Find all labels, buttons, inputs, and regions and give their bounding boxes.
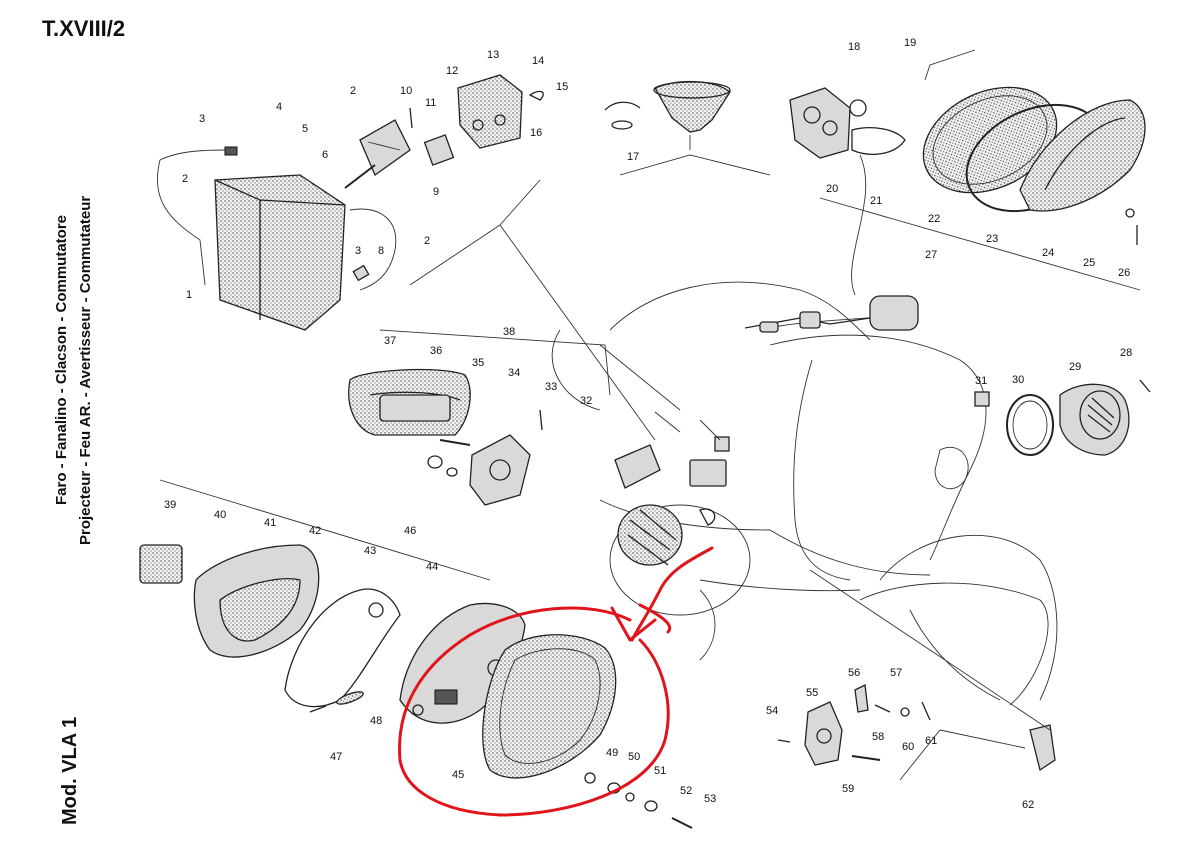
callout: 46	[404, 525, 416, 537]
callout: 13	[487, 49, 499, 61]
callout: 61	[925, 735, 937, 747]
callout: 41	[264, 517, 276, 529]
callout: 49	[606, 747, 618, 759]
side-title-italian: Faro - Fanalino - Clacson - Commutatore	[53, 215, 70, 505]
callout: 39	[164, 499, 176, 511]
callout: 4	[276, 101, 282, 113]
callout: 43	[364, 545, 376, 557]
callout: 5	[302, 123, 308, 135]
callout: 48	[370, 715, 382, 727]
callout: 24	[1042, 247, 1054, 259]
callout: 60	[902, 741, 914, 753]
red-arrow-line	[630, 546, 714, 642]
callout: 15	[556, 81, 568, 93]
callout: 8	[378, 245, 384, 257]
callout: 52	[680, 785, 692, 797]
callout-labels: 1 2 2 2 3 3 4 5 6 8 9 10 11 12 13 14 15 …	[164, 37, 1132, 811]
callout: 26	[1118, 267, 1130, 279]
callout: 2	[182, 173, 188, 185]
callout: 23	[986, 233, 998, 245]
battery-group	[156, 146, 397, 331]
callout: 44	[426, 561, 438, 573]
callout: 31	[975, 375, 987, 387]
callout: 6	[322, 149, 328, 161]
callout: 34	[508, 367, 520, 379]
tail-light-group	[348, 329, 611, 506]
regulator-group	[344, 74, 544, 189]
callout: 2	[350, 85, 356, 97]
callout: 28	[1120, 347, 1132, 359]
callout: 22	[928, 213, 940, 225]
sheet-code: T.XVIII/2	[42, 16, 125, 41]
callout: 37	[384, 335, 396, 347]
callout: 21	[870, 195, 882, 207]
horn-group	[974, 379, 1151, 456]
callout: 2	[424, 235, 430, 247]
callout: 56	[848, 667, 860, 679]
callout: 16	[530, 127, 542, 139]
callout: 50	[628, 751, 640, 763]
model-label: Mod. VLA 1	[59, 717, 81, 825]
red-arrow-head	[610, 606, 657, 642]
callout: 3	[355, 245, 361, 257]
callout: 20	[826, 183, 838, 195]
callout: 38	[503, 326, 515, 338]
callout: 62	[1022, 799, 1034, 811]
callout: 57	[890, 667, 902, 679]
callout: 45	[452, 769, 464, 781]
flywheel-group	[614, 436, 730, 566]
callout: 27	[925, 249, 937, 261]
callout: 59	[842, 783, 854, 795]
callout: 1	[186, 289, 192, 301]
callout: 54	[766, 705, 778, 717]
callout: 40	[214, 509, 226, 521]
scooter-outline	[551, 281, 1058, 706]
callout: 14	[532, 55, 544, 67]
lamp-holder-group	[604, 80, 731, 133]
side-title: Faro - Fanalino - Clacson - Commutatore …	[53, 196, 94, 545]
callout: 29	[1069, 361, 1081, 373]
callout: 10	[400, 85, 412, 97]
side-title-french: Projecteur - Feu AR. - Avertisseur - Com…	[77, 196, 94, 545]
callout: 17	[627, 151, 639, 163]
callout: 53	[704, 793, 716, 805]
callout: 3	[199, 113, 205, 125]
callout: 18	[848, 41, 860, 53]
callout: 11	[425, 97, 436, 109]
red-circle	[398, 606, 670, 817]
side-cover-group	[139, 479, 635, 802]
callout: 55	[806, 687, 818, 699]
callout: 35	[472, 357, 484, 369]
callout: 32	[580, 395, 592, 407]
callout: 9	[433, 186, 439, 198]
callout: 12	[446, 65, 458, 77]
callout: 51	[654, 765, 666, 777]
red-annotation	[398, 546, 714, 817]
callout: 30	[1012, 374, 1024, 386]
callout: 58	[872, 731, 884, 743]
callout: 19	[904, 37, 916, 49]
callout: 33	[545, 381, 557, 393]
callout: 36	[430, 345, 442, 357]
callout: 25	[1083, 257, 1095, 269]
switch-group	[644, 684, 1056, 829]
callout: 42	[309, 525, 321, 537]
leader-lines	[409, 135, 1051, 781]
headlamp-group	[789, 49, 1146, 291]
callout: 47	[330, 751, 342, 763]
